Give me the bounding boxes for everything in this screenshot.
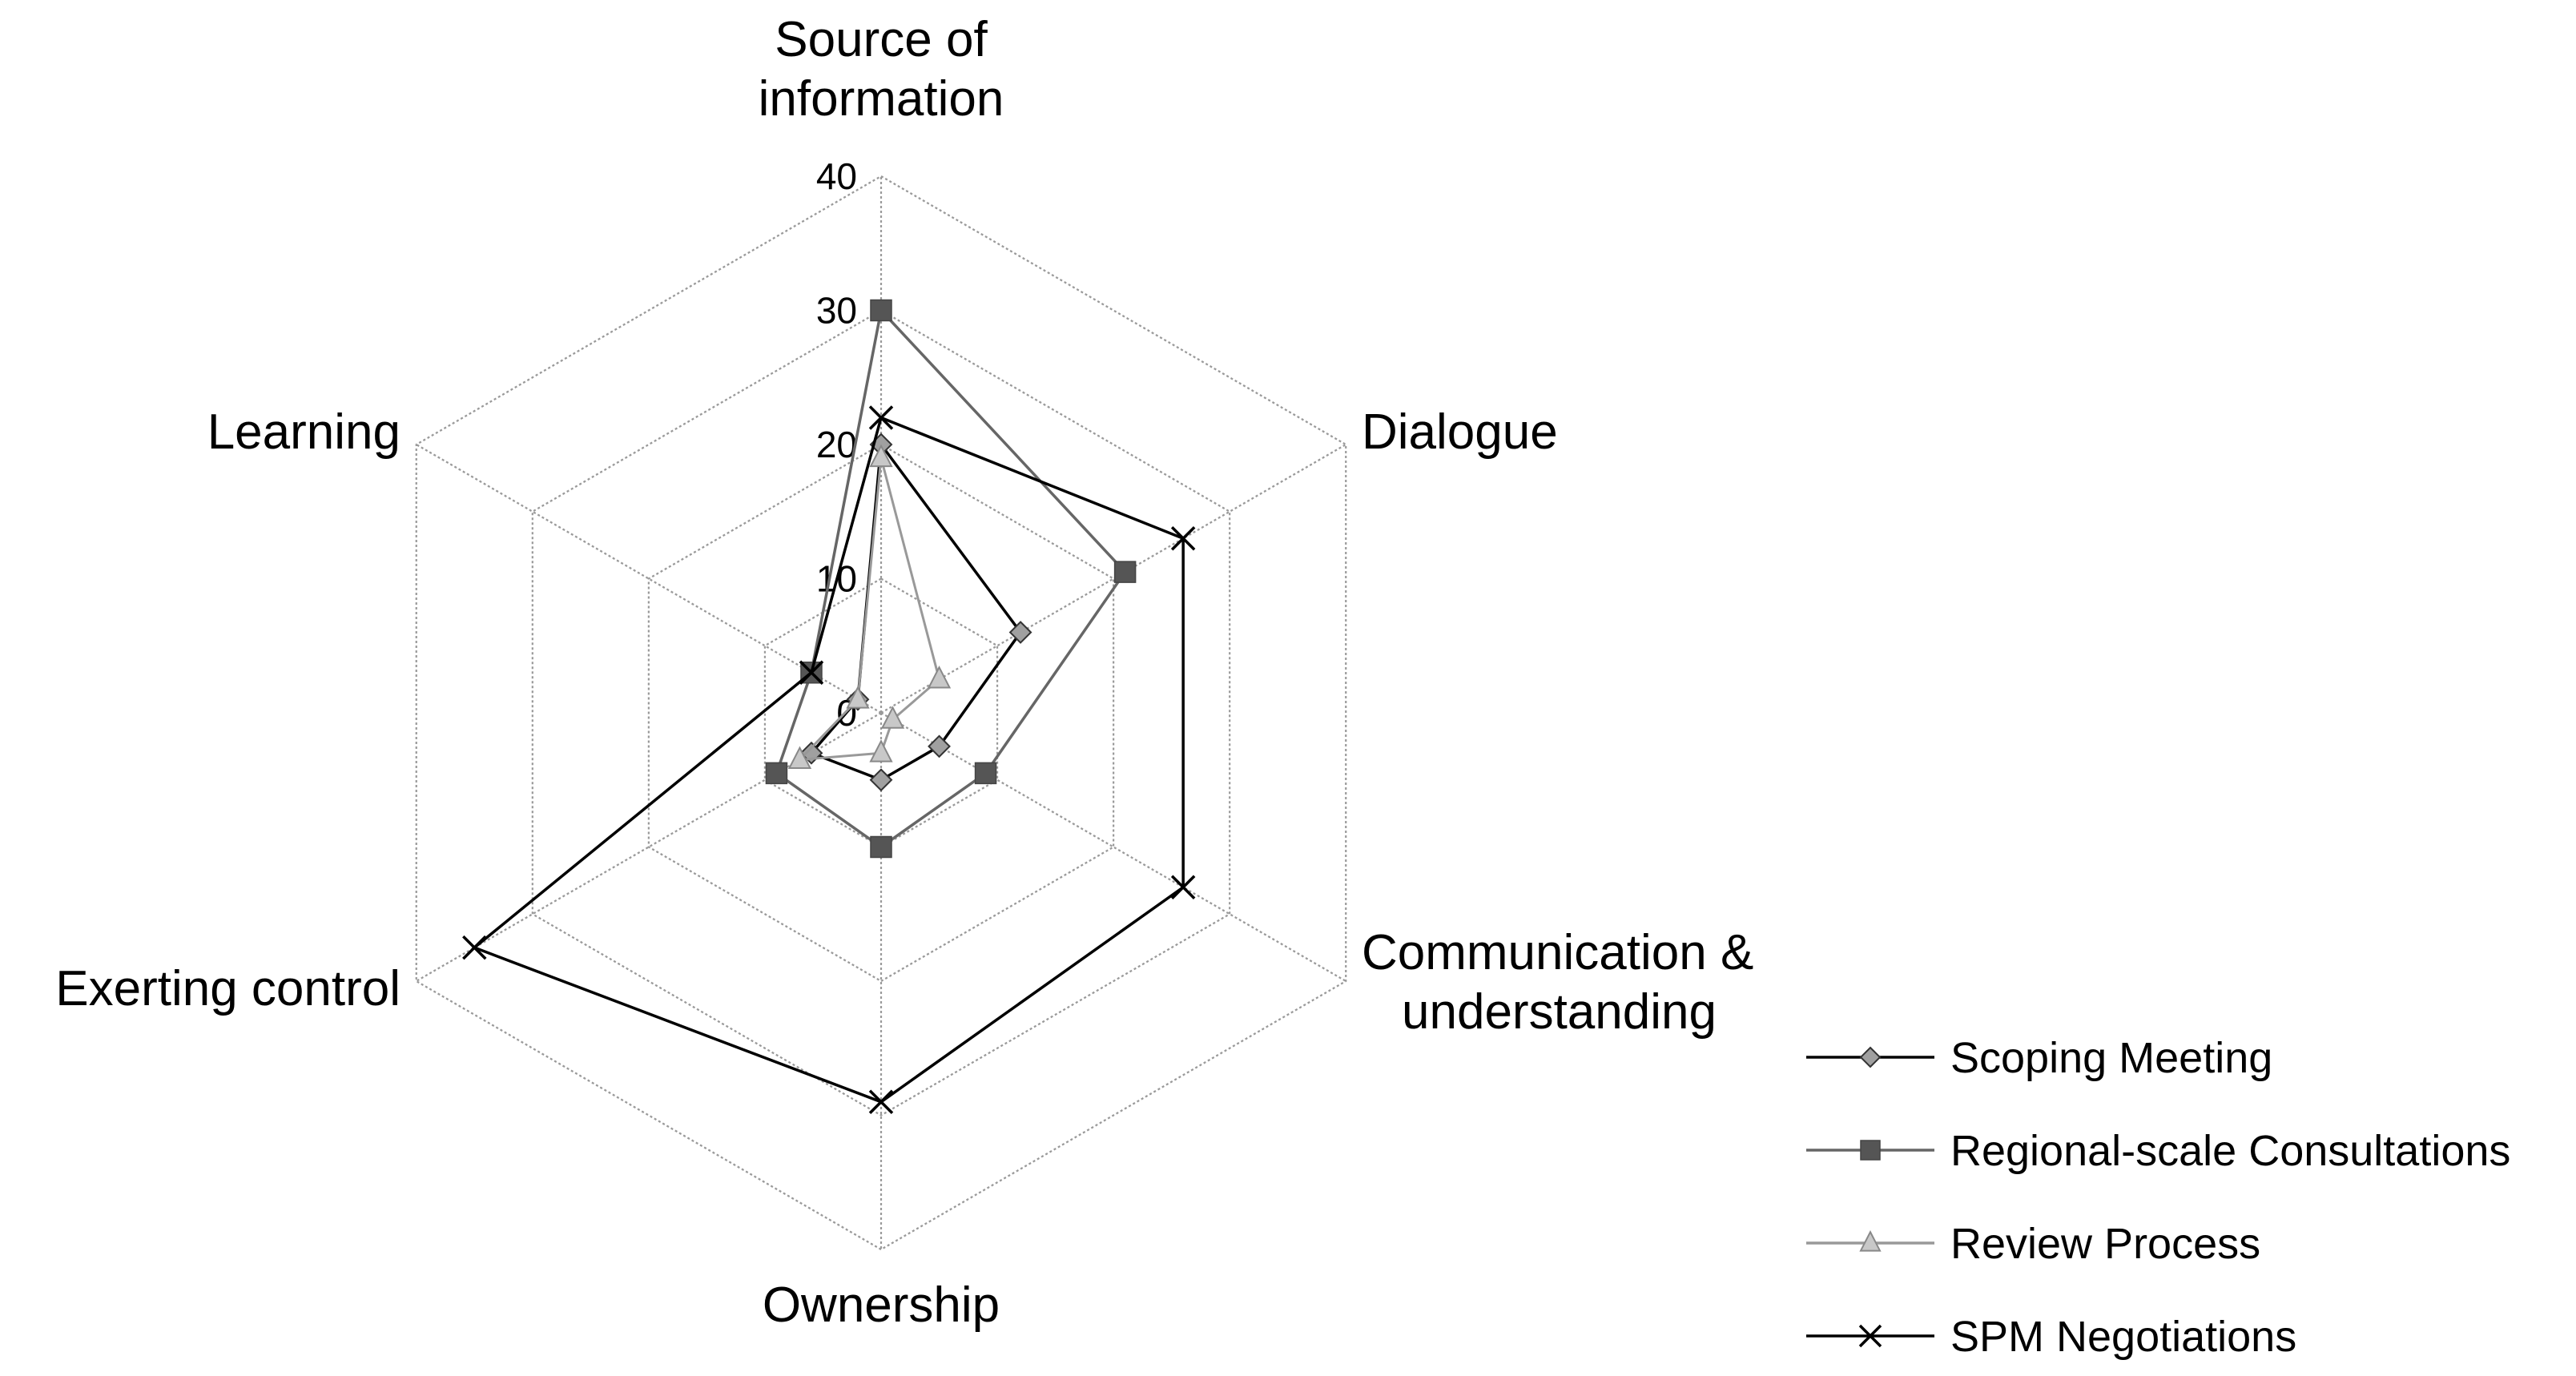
series-1-line bbox=[775, 307, 1127, 849]
series-2-point-3 bbox=[869, 739, 893, 762]
grid-ring-30 bbox=[531, 309, 1231, 1116]
axis-label-3-line-0: Ownership bbox=[763, 1277, 1000, 1333]
series-3-point-5 bbox=[799, 660, 824, 685]
legend-label-2: Review Process bbox=[1950, 1220, 2260, 1268]
axis-label-0-line-0: Source of bbox=[775, 12, 988, 67]
axis-spoke-4 bbox=[416, 712, 882, 982]
series-1-point-4 bbox=[765, 762, 788, 785]
series-1-point-1 bbox=[1113, 561, 1137, 583]
axis-label-5: Learning bbox=[207, 404, 400, 460]
axis-label-2-line-0: Communication & bbox=[1362, 925, 1753, 980]
series-3-point-3 bbox=[868, 1089, 894, 1114]
axis-spoke-2 bbox=[880, 712, 1346, 982]
legend-label-0: Scoping Meeting bbox=[1950, 1034, 2272, 1082]
axis-label-1: Dialogue bbox=[1362, 404, 1558, 460]
series-0-point-3 bbox=[869, 768, 893, 792]
series-2-point-1 bbox=[927, 665, 952, 689]
series-3-point-0 bbox=[868, 405, 894, 430]
legend-label-1: Regional-scale Consultations bbox=[1950, 1127, 2510, 1175]
series-0-point-1 bbox=[1008, 621, 1032, 644]
axis-label-4-line-0: Exerting control bbox=[55, 961, 400, 1016]
axis-label-2: Communication &understanding bbox=[1362, 925, 1753, 1040]
legend-item-1: Regional-scale Consultations bbox=[1806, 1127, 2510, 1175]
series-2-point-5 bbox=[846, 686, 870, 709]
legend-marker-0 bbox=[1859, 1046, 1882, 1068]
series-2-point-2 bbox=[880, 706, 905, 729]
series-3 bbox=[462, 405, 1196, 1114]
tick-label-30: 30 bbox=[816, 290, 857, 332]
legend-marker-3 bbox=[1858, 1324, 1882, 1348]
legend-marker-1 bbox=[1860, 1140, 1881, 1161]
axis-label-0-line-1: information bbox=[759, 71, 1004, 127]
legend-item-3: SPM Negotiations bbox=[1806, 1313, 2296, 1361]
legend-item-0: Scoping Meeting bbox=[1806, 1034, 2272, 1082]
axis-spoke-1 bbox=[880, 444, 1346, 714]
axis-label-5-line-0: Learning bbox=[207, 404, 400, 460]
grid-ring-20 bbox=[647, 443, 1115, 983]
series-0 bbox=[799, 433, 1032, 792]
series-3-point-4 bbox=[462, 935, 487, 960]
axis-spoke-5 bbox=[416, 444, 882, 714]
legend-label-3: SPM Negotiations bbox=[1950, 1313, 2296, 1361]
axis-label-4: Exerting control bbox=[55, 961, 400, 1016]
series-1-point-0 bbox=[870, 299, 892, 322]
grid-ring-40 bbox=[415, 175, 1347, 1251]
legend-marker-2 bbox=[1859, 1230, 1882, 1252]
data-series bbox=[462, 299, 1196, 1114]
axis-label-1-line-0: Dialogue bbox=[1362, 404, 1558, 460]
series-1-point-2 bbox=[974, 762, 997, 785]
tick-label-40: 40 bbox=[816, 155, 857, 197]
axis-label-3: Ownership bbox=[763, 1277, 1000, 1333]
axis-label-2-line-1: understanding bbox=[1402, 984, 1717, 1040]
series-2-point-0 bbox=[869, 444, 893, 468]
series-3-point-1 bbox=[1170, 526, 1196, 551]
series-2-line bbox=[796, 457, 941, 762]
radar-grid bbox=[415, 175, 1347, 1251]
series-0-point-2 bbox=[928, 734, 951, 758]
legend-item-2: Review Process bbox=[1806, 1220, 2260, 1268]
series-2 bbox=[787, 444, 952, 770]
series-2-point-4 bbox=[787, 746, 812, 770]
tick-label-20: 20 bbox=[816, 424, 857, 465]
series-3-point-2 bbox=[1170, 875, 1196, 899]
series-1-point-3 bbox=[870, 835, 892, 859]
